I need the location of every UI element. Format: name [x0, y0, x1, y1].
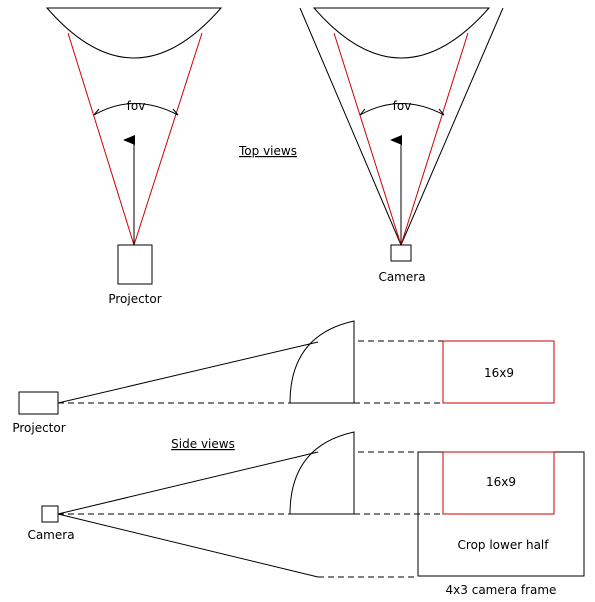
projector-fov-label: fov	[127, 99, 146, 113]
camera-body-top	[390, 244, 412, 262]
top-view-projector-group: fov Projector	[45, 7, 223, 306]
camera-fov-label: fov	[393, 99, 412, 113]
camera-body-side	[41, 505, 59, 523]
projector-ray-right	[133, 32, 203, 246]
projector-body-top	[117, 244, 153, 285]
projector-fov-tick-right	[172, 108, 179, 116]
projector-body-side	[18, 391, 59, 415]
projector-16x9-label: 16x9	[484, 366, 514, 380]
camera-outer-ray-right	[400, 7, 504, 246]
top-views-heading: Top views	[238, 144, 297, 158]
camera-frame-caption: 4x3 camera frame	[446, 583, 557, 597]
camera-label-side: Camera	[27, 528, 74, 542]
projector-ray-left	[67, 32, 135, 246]
camera-dome-top	[312, 7, 491, 59]
projector-dome-side	[289, 320, 355, 404]
projector-side-ray-upper	[57, 341, 319, 404]
camera-fov-tick-right	[438, 108, 445, 116]
camera-fov-arc	[359, 103, 445, 116]
top-view-camera-group: fov Camera	[299, 7, 504, 284]
camera-side-ray-lower	[57, 513, 319, 578]
camera-ray-right	[400, 32, 469, 246]
crop-lower-half-label: Crop lower half	[458, 538, 550, 552]
projector-16x9-frame	[442, 340, 555, 404]
camera-side-ray-upper	[57, 451, 319, 515]
camera-16x9-frame	[442, 451, 555, 515]
camera-dome-side	[289, 431, 355, 515]
camera-label-top: Camera	[378, 270, 425, 284]
side-views-heading: Side views	[171, 437, 235, 451]
camera-outer-ray-left	[299, 7, 402, 246]
camera-16x9-label: 16x9	[486, 475, 516, 489]
projector-dome-top	[45, 7, 223, 59]
projector-label-top: Projector	[108, 292, 161, 306]
projector-label-side: Projector	[12, 421, 65, 435]
projector-fov-arc	[93, 103, 179, 116]
camera-ray-left	[333, 32, 402, 246]
side-view-camera-group: Camera 16x9 Crop lower half 4x3 camera f…	[27, 431, 585, 597]
projector-fov-tick-left	[93, 108, 100, 116]
side-view-projector-group: Projector 16x9	[12, 320, 555, 435]
camera-fov-tick-left	[359, 108, 366, 116]
